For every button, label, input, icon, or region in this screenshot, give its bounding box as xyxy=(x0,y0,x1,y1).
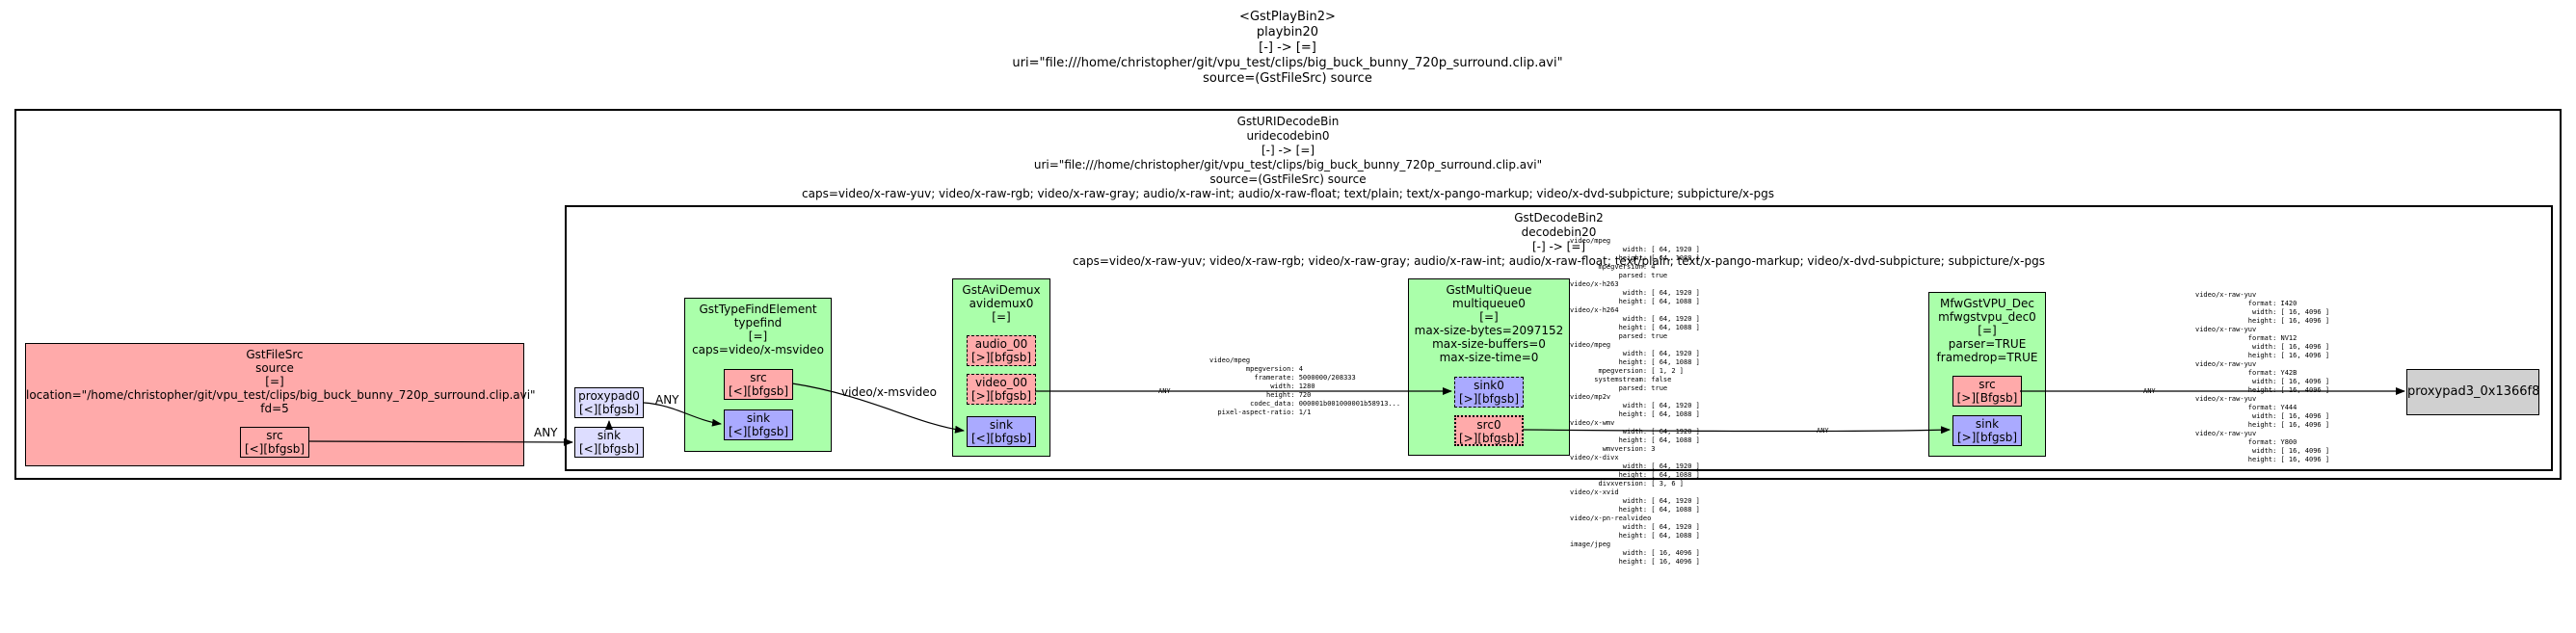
typefind-line: caps=video/x-msvideo xyxy=(692,343,824,356)
pad-flags: [<][bfgsb] xyxy=(244,442,305,456)
pipeline-line: uri="file:///home/christopher/git/vpu_te… xyxy=(1012,56,1563,70)
caps-vpudec-to-proxypad: video/x-raw-yuv format: I420 width: [ 16… xyxy=(2195,291,2330,463)
pipeline-title: <GstPlayBin2> playbin20 [-] -> [=] uri="… xyxy=(998,10,1577,87)
avidemux-line: avidemux0 xyxy=(969,297,1034,310)
vpudec-line: framedrop=TRUE xyxy=(1936,351,2038,364)
typefind-line: [=] xyxy=(748,330,768,343)
caps-multiqueue-to-vpudec: video/mpeg width: [ 64, 1920 ] height: [… xyxy=(1570,237,1700,566)
uridecodebin-line: source=(GstFileSrc) source xyxy=(1209,172,1367,186)
pad-name: proxypad0 xyxy=(578,389,640,403)
pad-name: sink xyxy=(597,429,622,442)
multiqueue-title: GstMultiQueue multiqueue0 [=] max-size-b… xyxy=(1409,283,1569,364)
avidemux-line: [=] xyxy=(992,310,1011,324)
vpudec-line: MfwGstVPU_Dec xyxy=(1940,297,2034,310)
uridecodebin-title: GstURIDecodeBin uridecodebin0 [-] -> [=]… xyxy=(16,115,2560,201)
decodebin-line: [-] -> [=] xyxy=(1531,240,1586,253)
multiqueue-line: multiqueue0 xyxy=(1452,297,1526,310)
uridecodebin-line: uridecodebin0 xyxy=(1246,129,1330,143)
filesrc-element[interactable]: GstFileSrc source [=] location="/home/ch… xyxy=(25,343,536,466)
avidemux-element[interactable]: GstAviDemux avidemux0 [=] audio_00 [>][b… xyxy=(952,278,1050,457)
filesrc-line: source xyxy=(255,361,294,375)
vpudec-line: mfwgstvpu_dec0 xyxy=(1938,310,2036,324)
filesrc-line: [=] xyxy=(265,375,284,388)
decodebin-line: caps=video/x-raw-yuv; video/x-raw-rgb; v… xyxy=(1073,254,2045,268)
uridecodebin-line: caps=video/x-raw-yuv; video/x-raw-rgb; v… xyxy=(802,187,1774,200)
filesrc-src-pad[interactable]: src [<][bfgsb] xyxy=(240,427,309,458)
pad-flags: [>][bfgsb] xyxy=(970,389,1032,403)
edge-filesrc-to-decodebin xyxy=(307,437,573,446)
multiqueue-sink0-pad[interactable]: sink0 [>][bfgsb] xyxy=(1454,377,1524,408)
pad-flags: [>][Bfgsb] xyxy=(1956,391,2018,405)
pad-flags: [<][bfgsb] xyxy=(728,384,789,398)
pad-name: sink xyxy=(746,411,771,425)
caps-avidemux-to-multiqueue: video/mpeg mpegversion: 4 framerate: 500… xyxy=(1209,356,1401,416)
pad-flags: [>][bfgsb] xyxy=(970,351,1032,364)
avidemux-video-pad[interactable]: video_00 [>][bfgsb] xyxy=(967,374,1036,405)
edge-label-any: ANY xyxy=(534,426,558,439)
pipeline-line: playbin20 xyxy=(1256,25,1319,40)
pad-flags: [>][bfgsb] xyxy=(1956,431,2018,444)
filesrc-line: GstFileSrc xyxy=(246,348,304,361)
uridecodebin-line: GstURIDecodeBin xyxy=(1236,115,1340,128)
proxypad0-ghost-pad[interactable]: proxypad0 [<][bfgsb] xyxy=(574,387,644,418)
pad-name: sink xyxy=(989,418,1014,432)
vpudec-sink-pad[interactable]: sink [>][bfgsb] xyxy=(1952,415,2022,446)
vpudec-line: parser=TRUE xyxy=(1948,337,2027,351)
vpudec-title: MfwGstVPU_Dec mfwgstvpu_dec0 [=] parser=… xyxy=(1929,297,2045,364)
multiqueue-line: max-size-bytes=2097152 xyxy=(1414,324,1564,337)
avidemux-line: GstAviDemux xyxy=(962,283,1041,297)
multiqueue-line: [=] xyxy=(1479,310,1499,324)
pipeline-line: [-] -> [=] xyxy=(1259,40,1316,55)
typefind-title: GstTypeFindElement typefind [=] caps=vid… xyxy=(685,303,831,356)
pad-flags: [<][bfgsb] xyxy=(728,425,789,438)
avidemux-audio-pad[interactable]: audio_00 [>][bfgsb] xyxy=(967,335,1036,366)
edge-proxypad-to-typefind xyxy=(643,402,722,427)
multiqueue-element[interactable]: GstMultiQueue multiqueue0 [=] max-size-b… xyxy=(1408,278,1570,456)
pad-flags: [<][bfgsb] xyxy=(578,403,640,416)
vpudec-line: [=] xyxy=(1978,324,1997,337)
edge-multiqueue-to-vpudec xyxy=(1522,426,1951,435)
typefind-line: GstTypeFindElement xyxy=(699,303,817,316)
pad-flags: [<][bfgsb] xyxy=(578,442,640,456)
typefind-element[interactable]: GstTypeFindElement typefind [=] caps=vid… xyxy=(684,298,832,452)
avidemux-title: GstAviDemux avidemux0 [=] xyxy=(953,283,1049,324)
pad-name: src xyxy=(750,371,767,384)
multiqueue-line: max-size-time=0 xyxy=(1439,351,1539,364)
pad-name: src xyxy=(266,429,283,442)
pad-flags: [>][bfgsb] xyxy=(1458,432,1520,445)
proxypad3-pad[interactable]: proxypad3_0x1366f8 xyxy=(2406,369,2539,415)
decodebin-line: decodebin20 xyxy=(1521,225,1597,239)
pad-name: video_00 xyxy=(974,376,1028,389)
typefind-line: typefind xyxy=(733,316,783,330)
pad-flags: [>][bfgsb] xyxy=(1458,392,1520,406)
decodebin-title: GstDecodeBin2 decodebin20 [-] -> [=] cap… xyxy=(567,211,2551,269)
vpudec-src-pad[interactable]: src [>][Bfgsb] xyxy=(1952,376,2022,407)
pad-name: sink0 xyxy=(1474,379,1504,392)
uridecodebin-line: uri="file:///home/christopher/git/vpu_te… xyxy=(1033,158,1543,171)
filesrc-line: location="/home/christopher/git/vpu_test… xyxy=(26,388,536,402)
edge-label-any: ANY xyxy=(655,393,679,407)
edge-typefind-to-avidemux xyxy=(791,382,965,434)
decodebin-line: GstDecodeBin2 xyxy=(1514,211,1604,224)
typefind-sink-pad[interactable]: sink [<][bfgsb] xyxy=(724,409,793,440)
pad-name: src xyxy=(1978,378,1996,391)
multiqueue-line: max-size-buffers=0 xyxy=(1432,337,1546,351)
edge-label-msvideo: video/x-msvideo xyxy=(841,385,937,399)
pad-flags: [<][bfgsb] xyxy=(970,432,1032,445)
pad-name: audio_00 xyxy=(974,337,1028,351)
pipeline-line: source=(GstFileSrc) source xyxy=(1203,71,1372,86)
multiqueue-src0-pad[interactable]: src0 [>][bfgsb] xyxy=(1454,415,1524,446)
filesrc-title: GstFileSrc source [=] location="/home/ch… xyxy=(26,348,536,415)
pad-name: sink xyxy=(1975,417,2000,431)
uridecodebin-line: [-] -> [=] xyxy=(1261,144,1315,157)
avidemux-sink-pad[interactable]: sink [<][bfgsb] xyxy=(967,416,1036,447)
pipeline-line: <GstPlayBin2> xyxy=(1239,10,1336,24)
typefind-src-pad[interactable]: src [<][bfgsb] xyxy=(724,369,793,400)
filesrc-line: fd=5 xyxy=(260,402,289,415)
multiqueue-line: GstMultiQueue xyxy=(1446,283,1532,297)
pad-name: src0 xyxy=(1476,418,1501,432)
